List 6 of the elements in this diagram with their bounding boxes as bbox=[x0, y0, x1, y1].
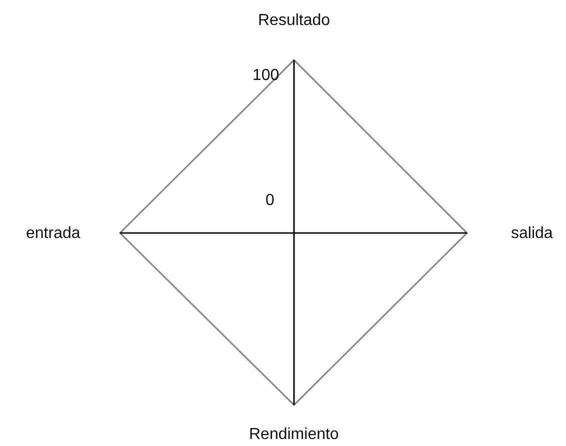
scale-label: 100 bbox=[252, 67, 280, 85]
axis-label: entrada bbox=[26, 225, 80, 243]
axis-label: salida bbox=[511, 225, 553, 243]
axis-label: Resultado bbox=[258, 12, 330, 30]
scale-label: 0 bbox=[266, 192, 274, 210]
axis-label: Rendimiento bbox=[249, 426, 339, 444]
